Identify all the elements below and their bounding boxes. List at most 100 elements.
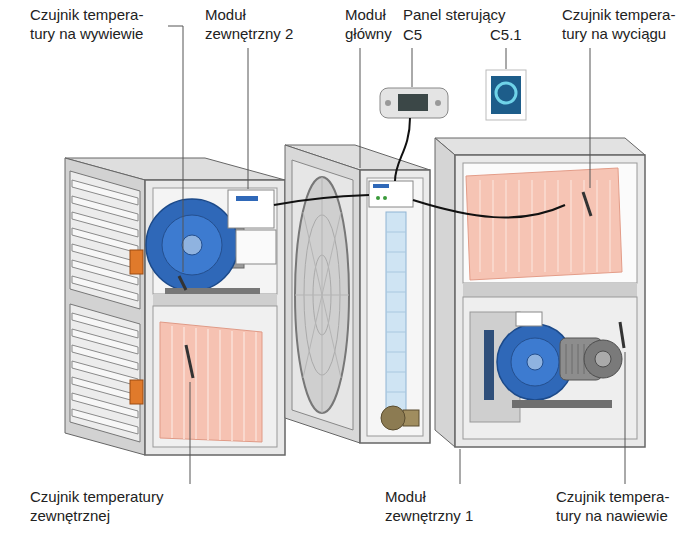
temp-sensor [620, 322, 624, 348]
callout-label: Moduł główny [345, 6, 405, 44]
temp-sensor [186, 345, 193, 378]
leader-line [412, 48, 413, 87]
control-panel-c5 [435, 100, 441, 106]
control-panel-c5 [385, 100, 391, 106]
callout-label-box: Czujnik temperatury zewnętrznej [30, 488, 180, 526]
callout-label: Moduł zewnętrzny 1 [385, 488, 485, 526]
damper [72, 409, 138, 434]
rotary-wheel [295, 177, 349, 413]
outer-module-2 [65, 158, 285, 455]
control-box [373, 184, 389, 188]
callout-label: C5 [403, 26, 422, 45]
main-module [360, 170, 430, 443]
filter [160, 322, 262, 442]
cable [413, 200, 565, 218]
outer-module-2 [145, 180, 285, 455]
outer-module-1 [435, 138, 455, 447]
temp-sensor [179, 276, 186, 290]
outer-module-1 [484, 330, 494, 400]
control-panel-c5-1 [491, 76, 521, 114]
outer-module-1 [455, 155, 645, 447]
control-panel-c5-1 [486, 70, 526, 120]
callout-label: Czujnik tempera- tury na wywiewie [30, 6, 162, 44]
control-panel-c5 [380, 88, 448, 118]
callout-label-box: Czujnik tempera- tury na wyciągu [562, 6, 694, 44]
callout-label-box: C5 [403, 26, 422, 45]
wheel-edge [386, 212, 406, 412]
leader-line [168, 26, 625, 484]
leader-line [190, 382, 191, 484]
wheel-edge [386, 212, 406, 412]
callout-label-box: Moduł zewnętrzny 1 [385, 488, 485, 526]
cable [274, 195, 369, 205]
wheel-motor [381, 406, 419, 430]
fan [165, 288, 260, 294]
leader-line [360, 48, 361, 168]
filter [480, 180, 610, 272]
fan-motor [595, 351, 611, 367]
fan-motor [512, 400, 612, 408]
control-box [383, 196, 387, 200]
control-panel-c5-1 [496, 83, 516, 103]
leader-line [625, 352, 626, 484]
fan [516, 312, 542, 326]
damper-actuator [130, 250, 143, 404]
callout-label-box: Czujnik tempera- tury na wywiewie [30, 6, 162, 44]
callout-label-box: Moduł główny [345, 6, 405, 44]
callout-label: Moduł zewnętrzny 2 [205, 6, 305, 44]
damper [72, 276, 138, 301]
fan [162, 215, 222, 275]
leader-line [460, 449, 461, 484]
control-box [236, 196, 258, 201]
callout-label-box: Czujnik tempera- tury na nawiewie [556, 488, 688, 526]
wheel-motor [381, 406, 405, 430]
outer-module-1 [435, 138, 645, 155]
control-panel-c5-1 [486, 70, 526, 120]
wheel-edge [386, 232, 406, 392]
damper [70, 171, 140, 309]
fan [182, 235, 202, 255]
outer-module-1 [463, 163, 637, 283]
control-panel-c5 [380, 88, 448, 118]
outer-module-2 [153, 294, 277, 306]
callout-label-box: Panel sterujący [403, 6, 506, 25]
control-box [376, 196, 380, 200]
callout-label-box: Moduł zewnętrzny 2 [205, 6, 305, 44]
control-box [369, 181, 413, 207]
fan [511, 338, 559, 386]
fan [527, 354, 543, 370]
rotary-wheel [295, 177, 349, 413]
leader-line [590, 48, 591, 188]
fan [146, 199, 238, 291]
callout-label: Czujnik tempera- tury na wyciągu [562, 6, 694, 44]
filter [160, 322, 262, 442]
callout-label: C5.1 [490, 26, 522, 45]
filter [466, 168, 622, 280]
damper [70, 304, 140, 442]
outer-module-2 [153, 306, 277, 447]
callout-label: Panel sterujący [403, 6, 506, 25]
filter [466, 168, 622, 280]
damper-actuator [130, 250, 143, 274]
rotary-wheel [295, 177, 349, 413]
temp-sensor [583, 192, 591, 216]
control-box [228, 190, 276, 264]
leader-line [248, 48, 249, 189]
leader-line [168, 26, 183, 272]
callout-label-box: C5.1 [490, 26, 522, 45]
main-module [285, 145, 430, 443]
callout-label: Czujnik tempera- tury na nawiewie [556, 488, 688, 526]
main-module [367, 178, 423, 436]
outer-module-1 [435, 138, 645, 447]
outer-module-2 [65, 158, 145, 455]
cable [274, 118, 565, 218]
control-box [236, 230, 276, 264]
main-module [285, 145, 360, 443]
control-box [228, 190, 274, 228]
filter [172, 326, 256, 441]
leader-line [506, 48, 507, 69]
control-box [369, 181, 413, 207]
fan-motor [512, 338, 622, 408]
